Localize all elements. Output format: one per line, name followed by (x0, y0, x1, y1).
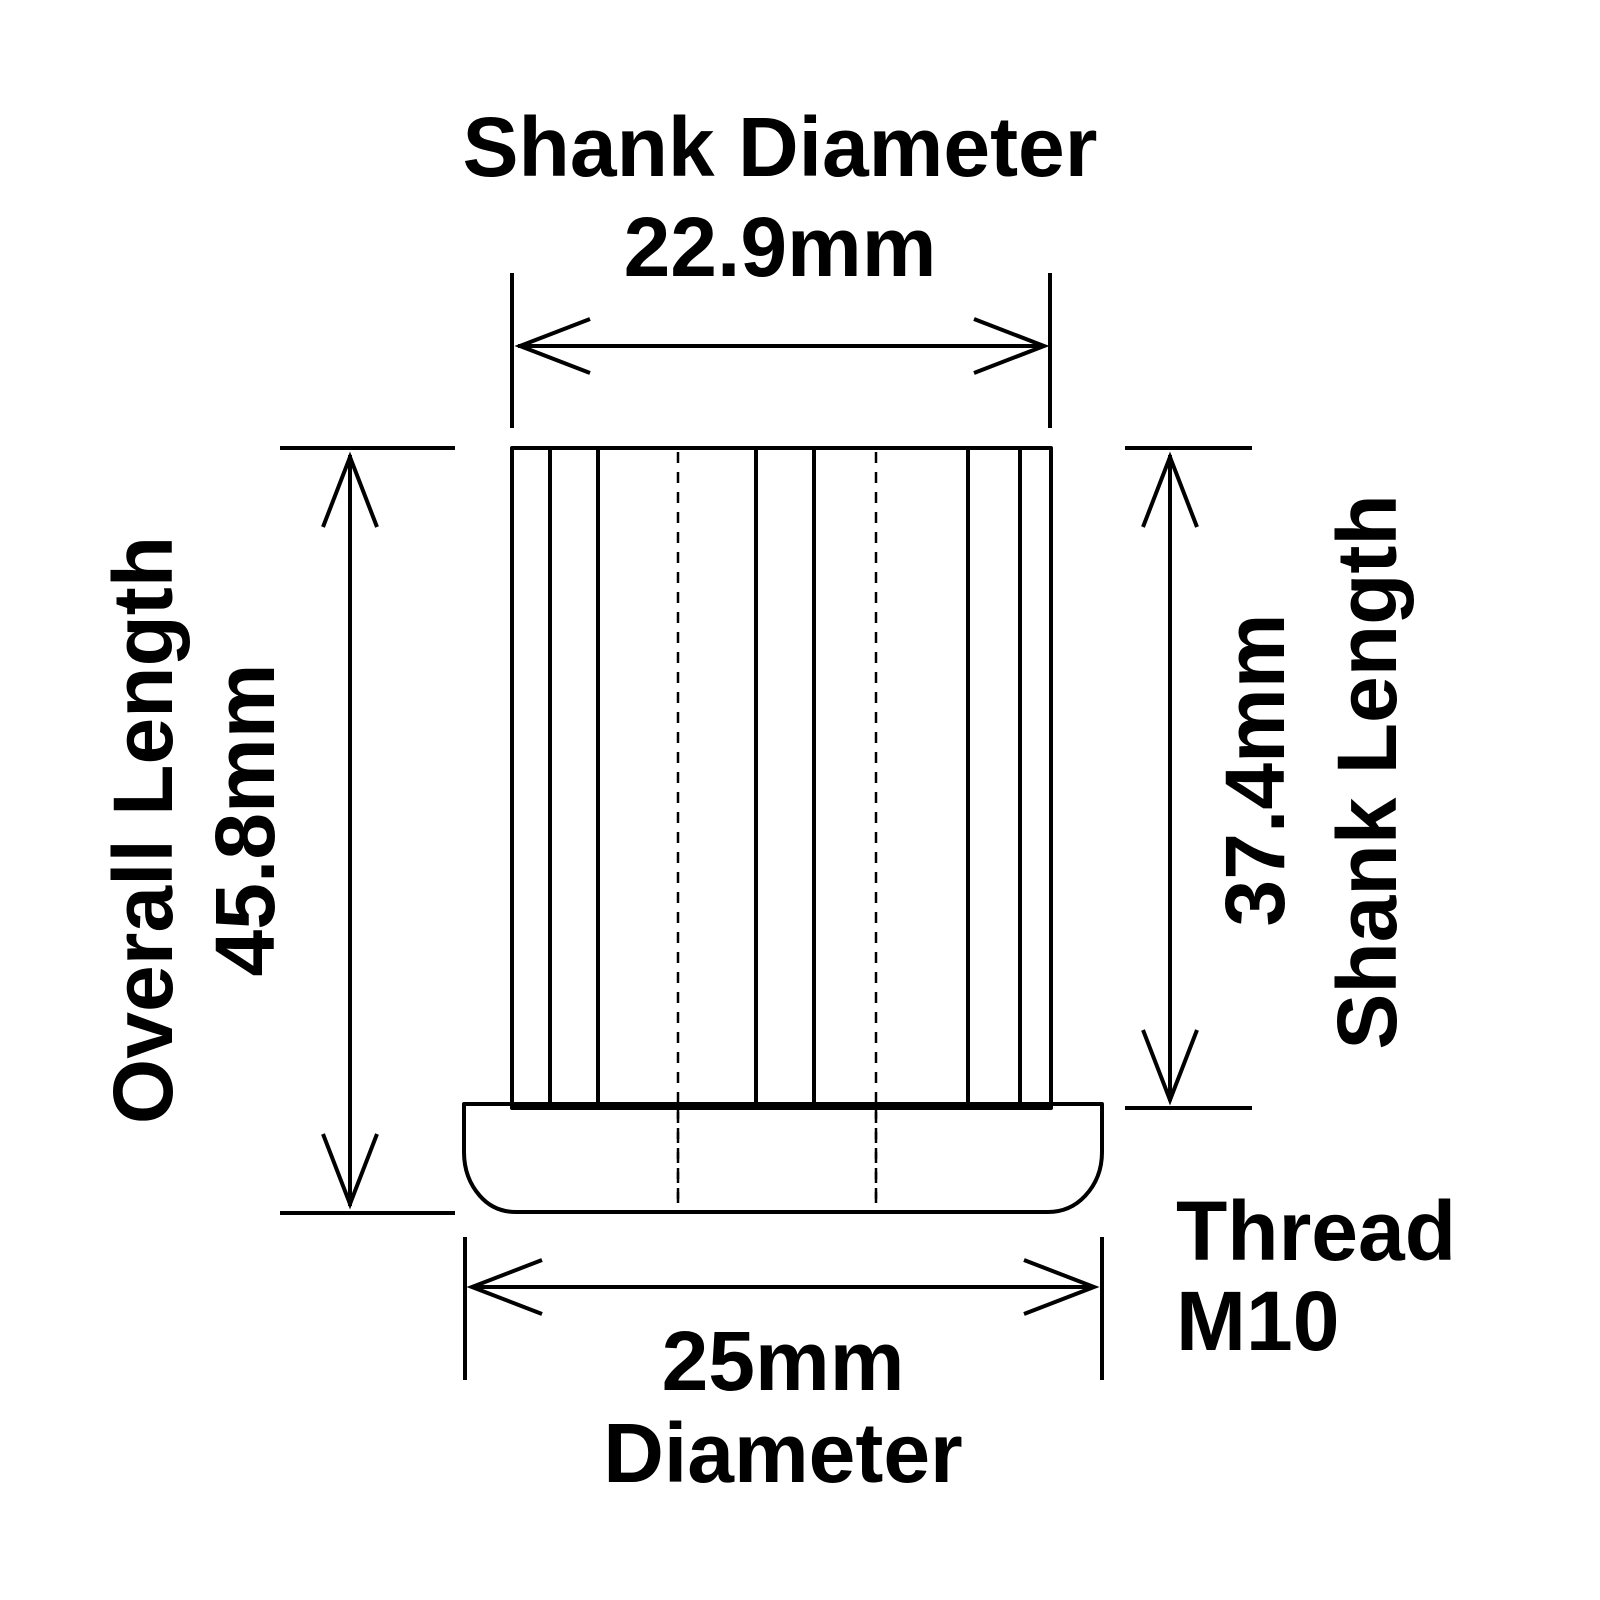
shank-outline (510, 446, 1053, 1110)
arrowhead-down (321, 1133, 379, 1210)
diameter-value: 25mm (662, 1314, 905, 1408)
overall-length-value: 45.8mm (198, 664, 292, 977)
shank-diameter-dimension-line (510, 273, 1052, 428)
seat-flange (462, 1102, 1104, 1214)
nut-body (462, 446, 1104, 1214)
arrowhead-up (1141, 451, 1199, 528)
arrowhead-left (514, 317, 591, 375)
shank-diameter-value: 22.9mm (624, 200, 937, 294)
arrowhead-right (1023, 1258, 1100, 1316)
thread-value: M10 (1176, 1274, 1339, 1368)
shank-diameter-label: Shank Diameter (463, 100, 1098, 194)
diameter-label: Diameter (603, 1406, 963, 1500)
arrowhead-up (321, 451, 379, 528)
arrowhead-right (973, 317, 1050, 375)
overall-length-label: Overall Length (96, 536, 190, 1124)
shank-length-label: Shank Length (1320, 494, 1414, 1049)
arrowhead-left (466, 1258, 543, 1316)
arrowhead-down (1141, 1029, 1199, 1106)
shank-length-value: 37.4mm (1208, 614, 1302, 927)
thread-label: Thread (1176, 1184, 1456, 1278)
overall-length-dimension-line (280, 446, 455, 1215)
shank-length-dimension-line (1125, 446, 1252, 1110)
diameter-dimension-line (463, 1237, 1104, 1380)
